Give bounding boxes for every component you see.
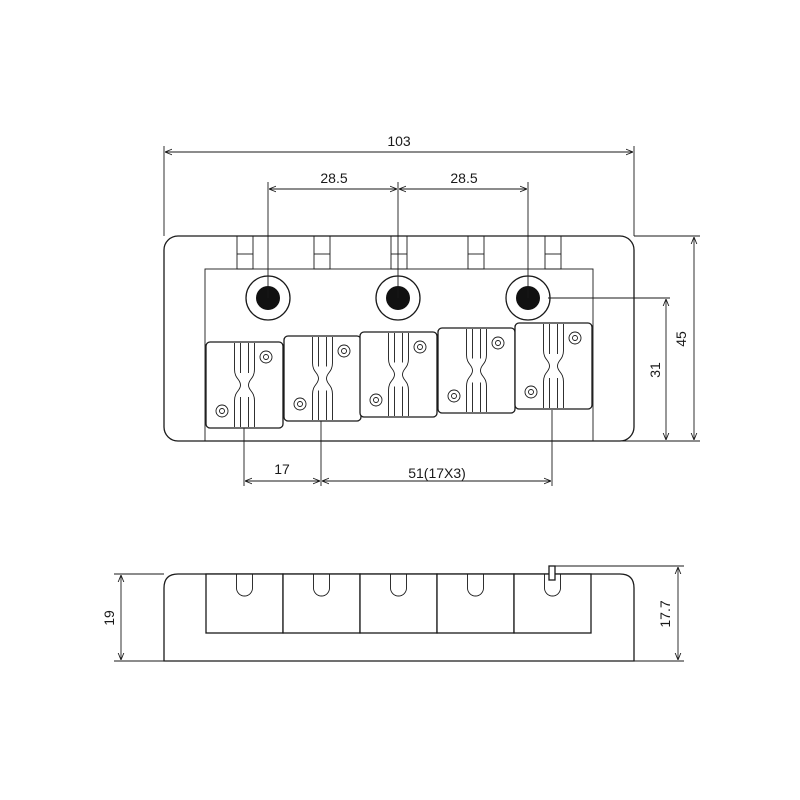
saddle-screw-icon — [293, 397, 307, 411]
saddle-side-5 — [513, 573, 592, 634]
saddle-side-3 — [359, 573, 438, 634]
saddles-top — [205, 322, 593, 429]
saddle-screw-icon — [413, 340, 427, 354]
saddle-top-4 — [437, 327, 516, 414]
saddle-screw-icon — [369, 393, 383, 407]
saddle-screw-icon — [447, 389, 461, 403]
saddle-screw-icon — [568, 331, 582, 345]
saddle-screw-icon — [524, 385, 538, 399]
saddle-screw-icon — [491, 336, 505, 350]
saddle-top-3 — [359, 331, 438, 418]
bolt-spacing-left-label: 28.5 — [320, 170, 347, 186]
saddle-top-5 — [514, 322, 593, 410]
side-view: 19 17.7 — [101, 565, 684, 662]
overall-length-label: 103 — [387, 133, 411, 149]
saddle-pitch-label: 17 — [274, 461, 290, 477]
dim-overall-width: 45 — [634, 235, 700, 442]
dim-side-height-left: 19 — [101, 573, 164, 662]
dim-side-height-right: 17.7 — [555, 565, 684, 662]
saddles-side — [205, 573, 592, 634]
saddle-screw-icon — [215, 404, 229, 418]
saddle-side-2 — [282, 573, 361, 634]
saddle-screw-icon — [337, 344, 351, 358]
top-view: 103 28.5 28.5 45 31 — [163, 133, 700, 486]
inner-depth-label: 31 — [647, 362, 663, 378]
dim-overall-length: 103 — [163, 133, 635, 236]
saddle-top-1 — [205, 341, 284, 429]
side-height-right-label: 17.7 — [657, 600, 673, 627]
top-tabs — [236, 235, 562, 270]
bolt-spacing-right-label: 28.5 — [450, 170, 477, 186]
saddle-side-1 — [205, 573, 284, 634]
overall-width-label: 45 — [673, 331, 689, 347]
saddle-top-2 — [283, 335, 362, 422]
saddle-span-label: 51(17X3) — [408, 465, 466, 481]
side-height-left-label: 19 — [101, 610, 117, 626]
dim-bolt-spacing: 28.5 28.5 — [267, 170, 529, 298]
saddle-side-4 — [436, 573, 515, 634]
height-screw — [548, 565, 556, 581]
dim-inner-depth: 31 — [548, 297, 670, 442]
saddle-screw-icon — [259, 350, 273, 364]
dim-saddle-spacing: 17 51(17X3) — [243, 410, 553, 486]
